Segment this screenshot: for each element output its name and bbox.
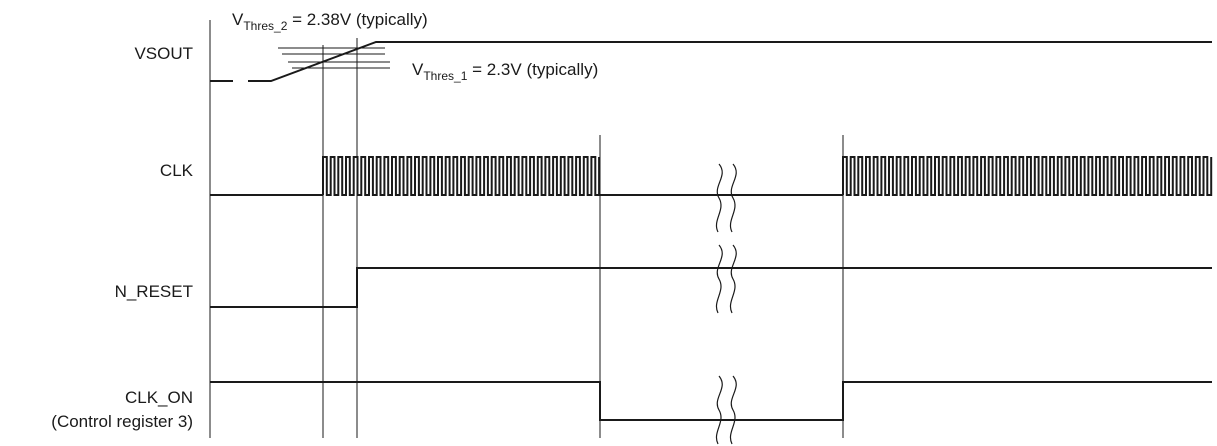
- threshold-1-label: VThres_1 = 2.3V (typically): [412, 60, 598, 83]
- vsout-label: VSOUT: [134, 44, 193, 63]
- clk-time-break: [716, 163, 737, 233]
- threshold-2-label: VThres_2 = 2.38V (typically): [232, 10, 428, 33]
- clk-burst-1: [322, 156, 601, 196]
- clk-on-trace: [210, 381, 1212, 421]
- n-reset-trace: [210, 267, 1212, 308]
- vsout-trace: [248, 41, 1212, 82]
- clk-burst-2: [842, 156, 1213, 196]
- n-reset-label: N_RESET: [115, 282, 193, 301]
- clk-on-time-break: [716, 375, 737, 445]
- n-reset-time-break: [716, 244, 737, 314]
- clk-on-label: CLK_ON: [125, 388, 193, 407]
- clk-label: CLK: [160, 161, 194, 180]
- clk-on-note: (Control register 3): [51, 412, 193, 431]
